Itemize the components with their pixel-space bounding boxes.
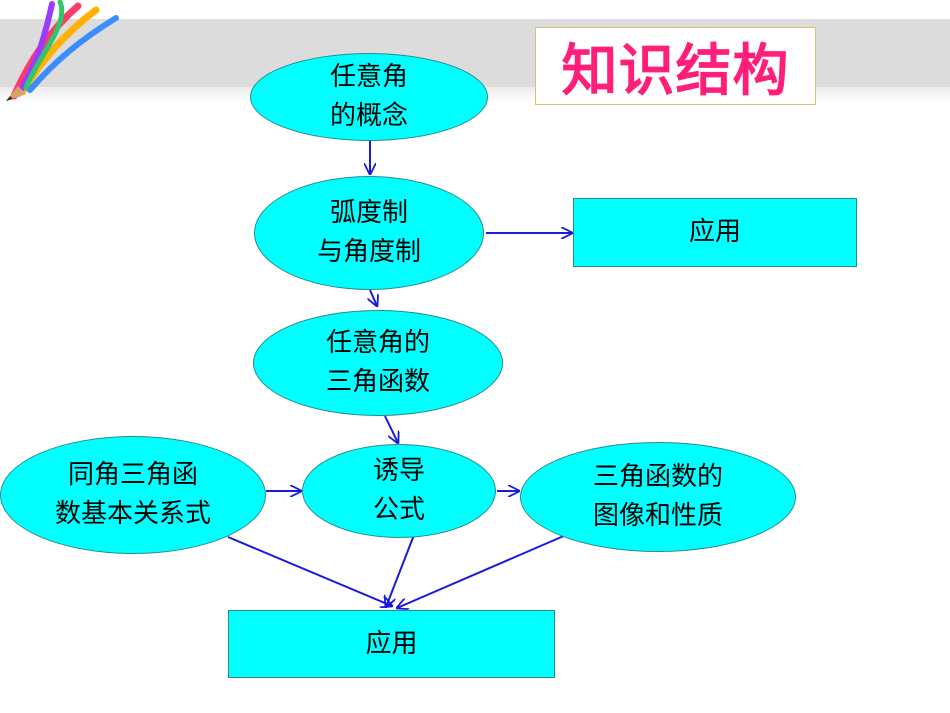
node-trig-functions-arbitrary-angle: 任意角的 三角函数 <box>253 310 503 416</box>
colored-pencils-icon <box>6 0 119 101</box>
node-application-right: 应用 <box>573 198 857 267</box>
node-radian-degree: 弧度制 与角度制 <box>254 176 484 290</box>
edge-radian-to-trig <box>370 289 377 306</box>
node-application-bottom: 应用 <box>228 610 555 678</box>
edge-trig-to-induction <box>384 415 398 443</box>
node-arbitrary-angle-concept: 任意角 的概念 <box>250 53 488 141</box>
edge-relations-to-application <box>227 536 392 606</box>
edge-induction-to-application <box>386 534 415 607</box>
edge-graph-to-application <box>397 534 567 608</box>
node-label: 任意角的 三角函数 <box>325 328 430 397</box>
node-label: 诱导 公式 <box>372 456 425 525</box>
node-label: 三角函数的 图像和性质 <box>592 462 723 531</box>
page-title: 知识结构 <box>561 38 790 104</box>
node-label: 弧度制 与角度制 <box>316 198 421 267</box>
node-induction-formulas: 诱导 公式 <box>302 444 496 538</box>
node-same-angle-relations: 同角三角函 数基本关系式 <box>0 436 266 554</box>
node-label: 应用 <box>688 217 741 247</box>
node-label: 应用 <box>365 628 418 659</box>
node-graph-properties: 三角函数的 图像和性质 <box>520 442 796 552</box>
node-label: 任意角 的概念 <box>329 62 408 131</box>
title-box: 知识结构 <box>535 27 816 105</box>
node-label: 同角三角函 数基本关系式 <box>54 460 211 529</box>
